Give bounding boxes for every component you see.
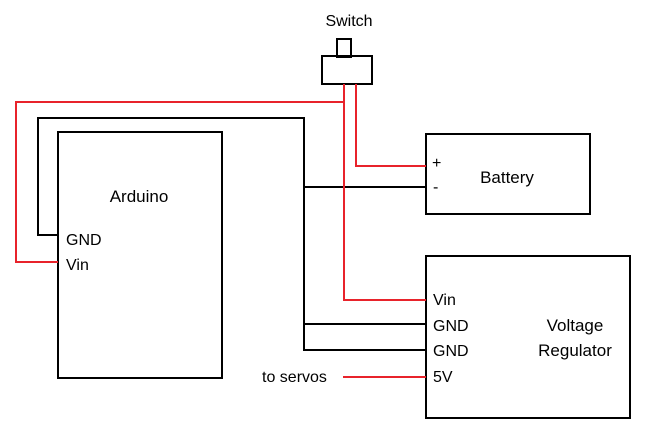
regulator-box [425, 255, 631, 419]
switch-body [321, 55, 373, 85]
battery-minus-label: - [433, 179, 438, 196]
arduino-box [57, 131, 223, 379]
regulator-gnd2-label: GND [433, 343, 469, 360]
ground-wires [37, 117, 426, 351]
switch-label: Switch [325, 13, 372, 30]
arduino-vin-wire [15, 101, 344, 263]
battery-plus-label: + [432, 155, 441, 172]
switch-to-battery-plus-wire [355, 84, 426, 167]
servos-label: to servos [262, 369, 327, 386]
battery-label: Battery [480, 168, 534, 187]
switch-to-regulator-vin-wire [343, 84, 426, 301]
battery-box [425, 133, 591, 215]
arduino-label: Arduino [110, 187, 169, 206]
switch-icon [321, 38, 373, 85]
switch-toggle [336, 38, 352, 58]
regulator-5v-label: 5V [433, 369, 453, 386]
arduino-vin-label: Vin [66, 257, 89, 274]
power-wires [15, 84, 426, 378]
regulator-label-line1: Voltage [547, 316, 604, 335]
regulator-vin-label: Vin [433, 292, 456, 309]
arduino-gnd-wire [37, 117, 426, 351]
regulator-label-line2: Regulator [538, 341, 612, 360]
arduino-gnd-label: GND [66, 232, 102, 249]
regulator-gnd1-label: GND [433, 318, 469, 335]
